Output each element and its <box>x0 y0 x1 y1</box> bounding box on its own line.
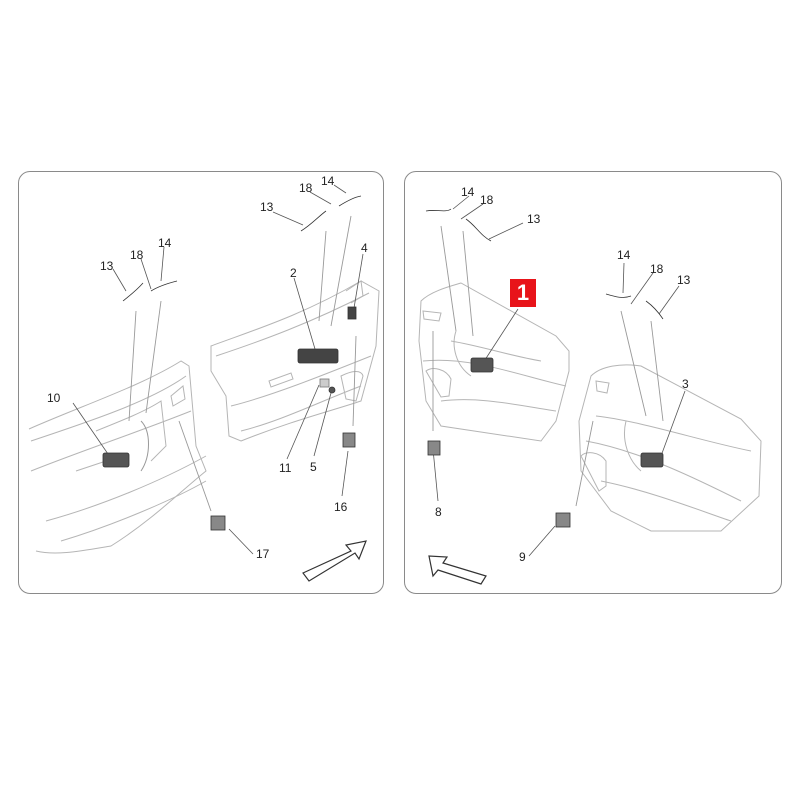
callout-17: 17 <box>256 547 270 561</box>
callout-18: 18 <box>650 262 664 276</box>
callout-18: 18 <box>299 181 313 195</box>
callout-18: 18 <box>480 193 494 207</box>
callout-13: 13 <box>100 259 114 273</box>
right-door-drawing <box>418 195 762 585</box>
callout-10: 10 <box>47 391 61 405</box>
callout-11: 11 <box>279 461 292 475</box>
callout-4: 4 <box>361 241 368 255</box>
left-diagram-panel: 13 18 14 4 2 13 18 14 10 11 5 16 17 <box>18 171 384 594</box>
highlighted-part-badge: 1 <box>510 279 536 307</box>
right-diagram-panel: 1 14 18 13 14 18 13 3 8 9 <box>404 171 782 594</box>
callout-13: 13 <box>677 273 691 287</box>
callout-18: 18 <box>130 248 144 262</box>
callout-14: 14 <box>617 248 631 262</box>
callout-14: 14 <box>461 185 475 199</box>
callout-14: 14 <box>158 236 172 250</box>
callout-16: 16 <box>334 500 348 514</box>
callout-5: 5 <box>310 460 317 474</box>
callout-13: 13 <box>260 200 274 214</box>
callout-8: 8 <box>435 505 442 519</box>
callout-9: 9 <box>519 550 526 564</box>
callout-2: 2 <box>290 266 297 280</box>
callout-13: 13 <box>527 212 541 226</box>
left-door-drawing <box>28 184 380 582</box>
callout-14: 14 <box>321 174 335 188</box>
callout-3: 3 <box>682 377 689 391</box>
